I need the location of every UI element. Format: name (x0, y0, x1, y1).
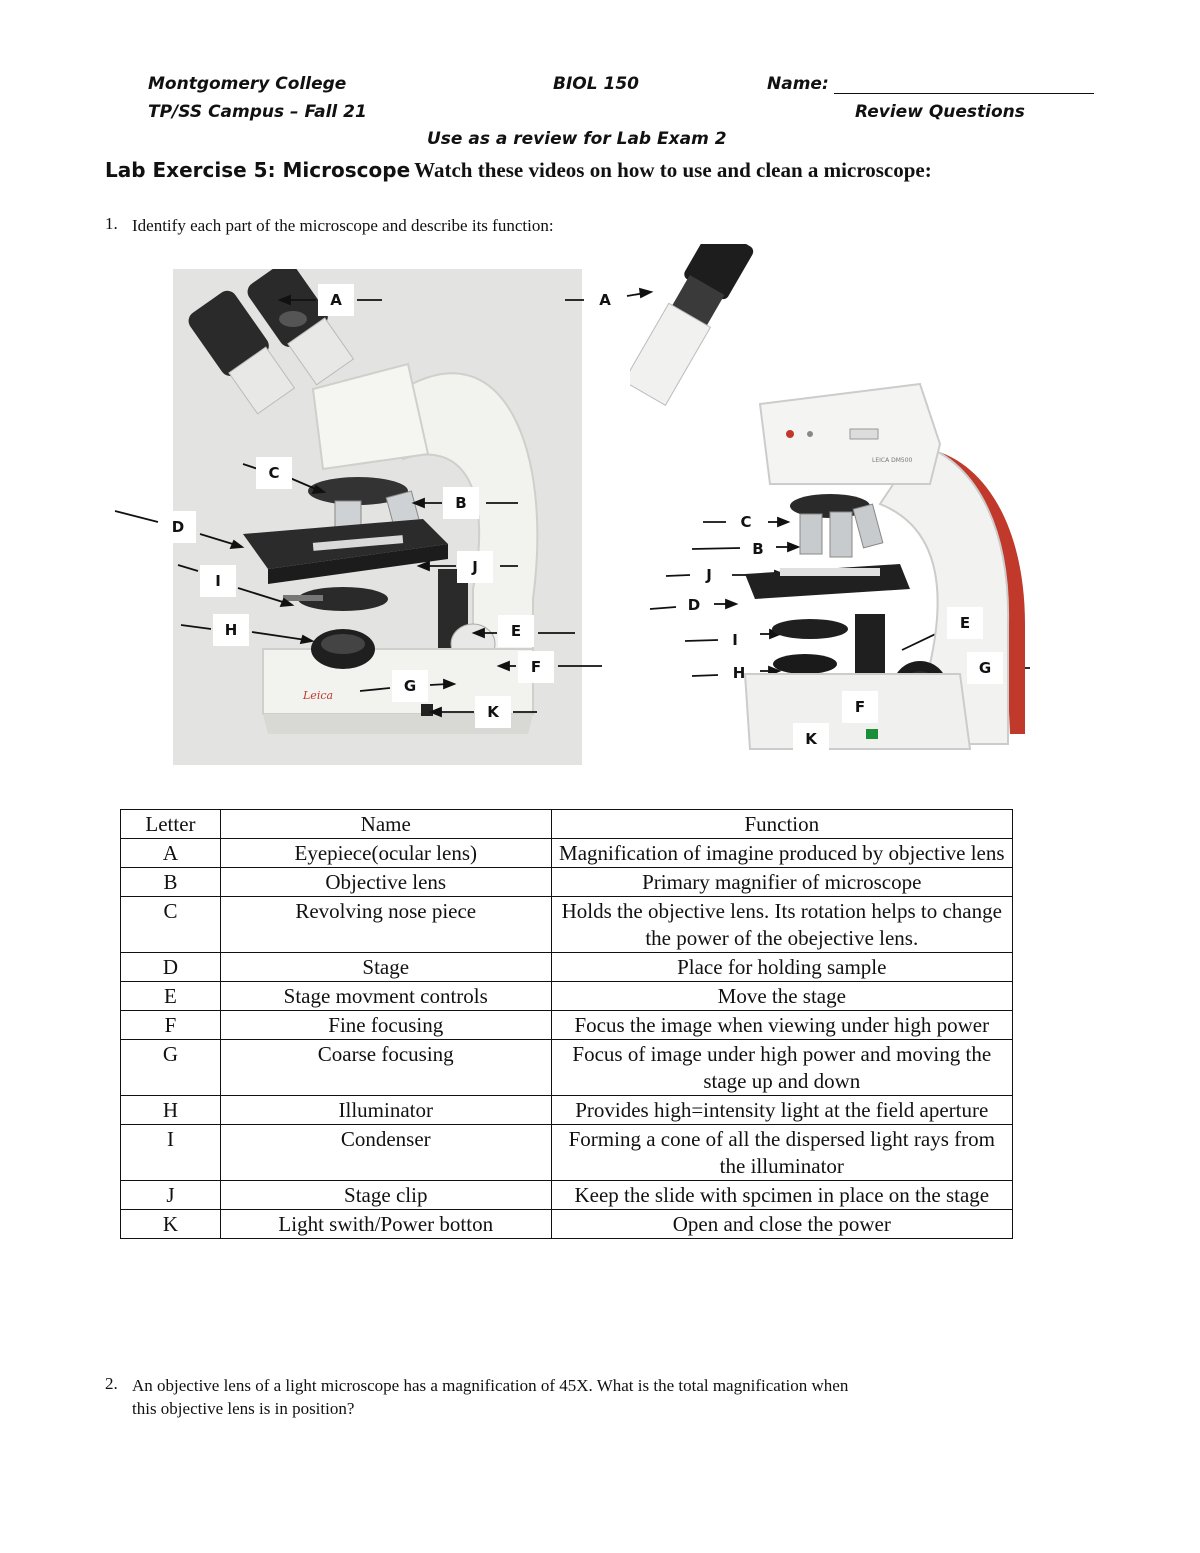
cell-name: Revolving nose piece (219, 896, 552, 953)
cell-name: Coarse focusing (219, 1039, 552, 1096)
cell-function: Open and close the power (550, 1209, 1014, 1239)
cell-letter: D (120, 952, 221, 982)
cell-name: Illuminator (219, 1095, 552, 1125)
label-i-right: I (732, 631, 738, 649)
name-label: Name: (767, 74, 829, 94)
microscope-illustration-side: LEICA DM500 (623, 226, 1025, 750)
cell-letter: F (120, 1010, 221, 1040)
course-code: BIOL 150 (553, 74, 639, 94)
question-number: 2. (105, 1374, 118, 1393)
cell-function: Holds the objective lens. Its rotation h… (550, 896, 1014, 953)
label-i-left: I (200, 565, 236, 597)
cell-function: Keep the slide with spcimen in place on … (550, 1180, 1014, 1210)
exercise-title: Lab Exercise 5: Microscope (105, 158, 411, 182)
header-function: Function (550, 809, 1014, 839)
cell-letter: C (120, 896, 221, 953)
label-f-left: F (518, 651, 554, 683)
label-f-right: F (842, 691, 878, 723)
question-text: Identify each part of the microscope and… (132, 216, 554, 235)
label-c-right: C (740, 513, 752, 531)
label-g-right: G (967, 652, 1003, 684)
cell-name: Stage (219, 952, 552, 982)
cell-function: Move the stage (550, 981, 1014, 1011)
cell-name: Stage movment controls (219, 981, 552, 1011)
header-name: Name (219, 809, 552, 839)
cell-name: Stage clip (219, 1180, 552, 1210)
label-e-left: E (498, 615, 534, 647)
cell-function: Focus of image under high power and movi… (550, 1039, 1014, 1096)
cell-function: Provides high=intensity light at the fie… (550, 1095, 1014, 1125)
doc-subtitle: Use as a review for Lab Exam 2 (427, 129, 727, 149)
label-c-left: C (256, 457, 292, 489)
cell-letter: A (120, 838, 221, 868)
cell-name: Condenser (219, 1124, 552, 1181)
svg-text:Leica: Leica (302, 689, 333, 702)
brand-text: LEICA DM500 (872, 457, 913, 464)
microscope-photo-front: Leica (173, 261, 582, 765)
cell-letter: E (120, 981, 221, 1011)
label-j-right: J (706, 566, 712, 584)
exercise-heading: Lab Exercise 5: Microscope Watch these v… (105, 158, 932, 183)
campus-term: TP/SS Campus – Fall 21 (148, 102, 367, 122)
name-field-line (834, 93, 1094, 94)
label-a-right: A (599, 291, 611, 309)
doc-type: Review Questions (855, 102, 1025, 122)
label-d-left: D (160, 511, 196, 543)
cell-name: Fine focusing (219, 1010, 552, 1040)
cell-name: Objective lens (219, 867, 552, 897)
label-b-right: B (752, 540, 764, 558)
cell-letter: G (120, 1039, 221, 1096)
cell-letter: H (120, 1095, 221, 1125)
table-header-row: Letter Name Function (120, 809, 1014, 839)
cell-name: Light swith/Power botton (219, 1209, 552, 1239)
cell-function: Forming a cone of all the dispersed ligh… (550, 1124, 1014, 1181)
label-e-right: E (947, 607, 983, 639)
exercise-instruction: Watch these videos on how to use and cle… (414, 158, 932, 182)
label-h-right: H (732, 664, 746, 682)
label-k-right: K (793, 723, 829, 755)
cell-letter: I (120, 1124, 221, 1181)
question-text-line-1: An objective lens of a light microscope … (132, 1376, 849, 1395)
question-text-line-2: this objective lens is in position? (132, 1399, 355, 1418)
question-text: An objective lens of a light microscope … (132, 1374, 1092, 1420)
cell-letter: J (120, 1180, 221, 1210)
header-letter: Letter (120, 809, 221, 839)
cell-function: Focus the image when viewing under high … (550, 1010, 1014, 1040)
label-g-left: G (392, 670, 428, 702)
question-number: 1. (105, 214, 118, 233)
cell-function: Primary magnifier of microscope (550, 867, 1014, 897)
microscope-photo-side: LEICA DM500 (623, 226, 1050, 764)
cell-letter: B (120, 867, 221, 897)
cell-name: Eyepiece(ocular lens) (219, 838, 552, 868)
cell-function: Magnification of imagine produced by obj… (550, 838, 1014, 868)
label-h-left: H (213, 614, 249, 646)
label-b-left: B (443, 487, 479, 519)
cell-function: Place for holding sample (550, 952, 1014, 982)
label-d-right: D (687, 596, 701, 614)
college-name: Montgomery College (148, 74, 347, 94)
label-a-left: A (318, 284, 354, 316)
cell-letter: K (120, 1209, 221, 1239)
label-j-left: J (457, 551, 493, 583)
label-k-left: K (475, 696, 511, 728)
